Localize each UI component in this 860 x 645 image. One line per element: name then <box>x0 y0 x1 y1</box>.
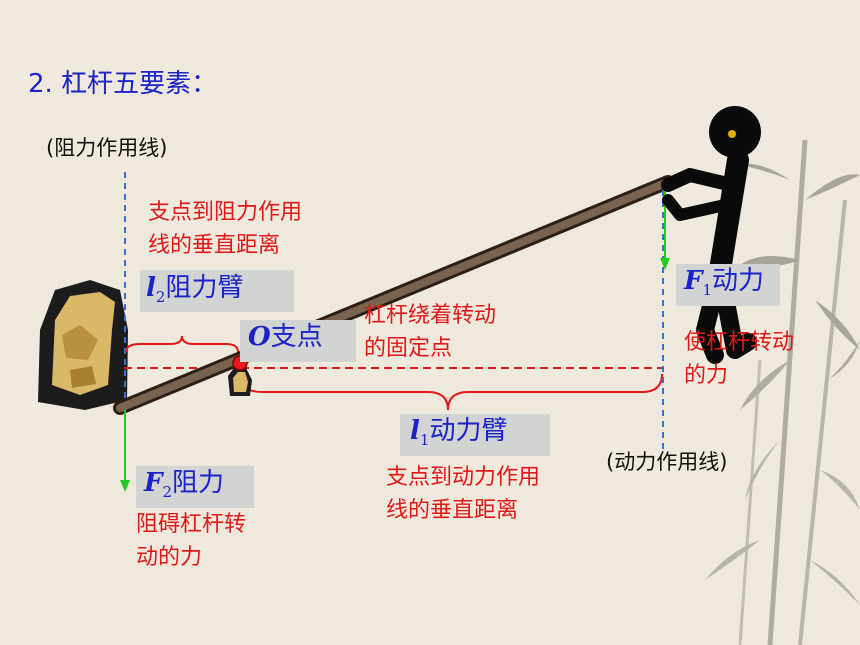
f1-description-line1: 使杠杆转动 <box>684 330 795 355</box>
f2-arrow <box>120 410 130 492</box>
fulcrum-description-line2: 的固定点 <box>364 336 453 361</box>
l2-description-line2: 线的垂直距离 <box>148 233 281 258</box>
l1-name: 动力臂 <box>429 416 508 446</box>
f1-label: F1动力 <box>684 266 765 300</box>
person-figure <box>661 106 761 364</box>
f1-subscript: 1 <box>702 281 713 300</box>
l2-symbol: l <box>146 273 156 303</box>
l2-subscript: 2 <box>155 288 166 307</box>
l1-description-line2: 线的垂直距离 <box>386 498 519 523</box>
resistance-line-label: (阻力作用线) <box>46 136 168 160</box>
f2-symbol: F <box>144 468 163 498</box>
fulcrum-description-line1: 杠杆绕着转动 <box>364 303 497 328</box>
l1-brace <box>239 373 663 411</box>
effort-line-label: (动力作用线) <box>606 450 728 474</box>
f1-description-line2: 的力 <box>684 363 729 388</box>
f2-description-line2: 动的力 <box>136 545 203 570</box>
f2-description-line1: 阻碍杠杆转 <box>136 512 247 537</box>
lever-bar <box>113 175 675 415</box>
l2-label: l2阻力臂 <box>146 273 244 307</box>
fulcrum-label-box <box>240 320 356 362</box>
fulcrum-name: 支点 <box>270 322 323 352</box>
rock-load <box>38 280 128 410</box>
f2-label: F2阻力 <box>144 468 225 502</box>
page-heading: 2. 杠杆五要素： <box>28 69 218 99</box>
f2-label-box <box>136 466 254 508</box>
l2-description-line1: 支点到阻力作用 <box>148 200 303 225</box>
l1-label-box <box>400 414 550 456</box>
l1-symbol: l <box>410 416 420 446</box>
fulcrum-support <box>228 368 252 396</box>
f1-symbol: F <box>684 266 703 296</box>
f1-label-box <box>676 264 780 306</box>
f1-name: 动力 <box>712 266 765 296</box>
l1-subscript: 1 <box>419 431 430 450</box>
l2-brace <box>125 335 239 353</box>
fulcrum-label: O支点 <box>248 322 323 353</box>
l1-label: l1动力臂 <box>410 416 508 450</box>
f2-name: 阻力 <box>172 468 225 498</box>
l2-name: 阻力臂 <box>165 273 244 303</box>
fulcrum-symbol: O <box>248 322 271 352</box>
f2-subscript: 2 <box>162 483 173 502</box>
l2-label-box <box>140 270 294 312</box>
l1-description-line1: 支点到动力作用 <box>386 465 541 490</box>
